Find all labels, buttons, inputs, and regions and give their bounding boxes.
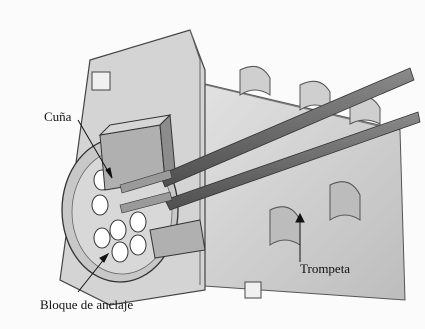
wedge-label: Cuña (44, 110, 71, 123)
trumpet-label: Trompeta (300, 262, 350, 275)
anchor-block-label: Bloque de anclaje (40, 298, 133, 311)
